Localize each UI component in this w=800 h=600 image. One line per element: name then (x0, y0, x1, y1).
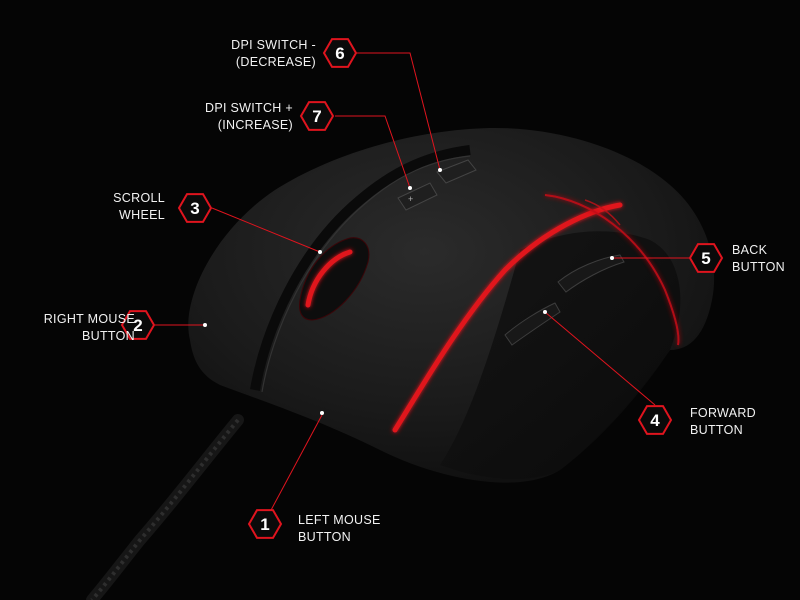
callout-label-dpi-switch-decrease: DPI SWITCH - (DECREASE) (231, 38, 316, 69)
badge-number: 3 (190, 199, 199, 218)
dpi-decrease-button-shape (436, 159, 477, 184)
badge-number: 5 (701, 249, 710, 268)
hexagon-badge-shape (247, 509, 283, 539)
callout-label-forward-button: FORWARD BUTTON (690, 406, 756, 437)
badge-right-mouse-button: 2 (120, 310, 156, 340)
callout-label-left-mouse-button: LEFT MOUSE BUTTON (298, 513, 381, 544)
svg-text:+: + (408, 194, 413, 204)
callout-label-dpi-switch-increase: DPI SWITCH + (INCREASE) (205, 101, 293, 132)
badge-forward-button: 4 (637, 405, 673, 435)
scroll-wheel-shape (299, 237, 370, 321)
back-button-shape (557, 254, 625, 293)
badge-dpi-switch-decrease: 6 (322, 38, 358, 68)
callout-label-back-button: BACK BUTTON (732, 243, 785, 274)
leader-dots (203, 168, 614, 415)
button-divider (250, 145, 471, 391)
led-stripe (392, 202, 623, 433)
hexagon-badge-shape (688, 243, 724, 273)
badge-number: 2 (133, 316, 142, 335)
badge-dpi-switch-increase: 7 (299, 101, 335, 131)
badge-back-button: 5 (688, 243, 724, 273)
badge-left-mouse-button: 1 (247, 509, 283, 539)
hexagon-badge-shape (322, 38, 358, 68)
callout-label-scroll-wheel: SCROLL WHEEL (113, 191, 165, 222)
leader-lines (152, 52, 690, 513)
mouse-side-grip (440, 231, 681, 480)
badge-number: 7 (312, 107, 321, 126)
badge-number: 6 (335, 44, 344, 63)
hexagon-badge-shape (177, 193, 213, 223)
hexagon-badge-shape (120, 310, 156, 340)
hexagon-badge-shape (637, 405, 673, 435)
badge-number: 4 (650, 411, 660, 430)
badge-number: 1 (260, 515, 269, 534)
badge-scroll-wheel: 3 (177, 193, 213, 223)
dpi-increase-button-shape (397, 182, 438, 211)
hexagon-badge-shape (299, 101, 335, 131)
callout-label-right-mouse-button: RIGHT MOUSE BUTTON (43, 312, 135, 343)
